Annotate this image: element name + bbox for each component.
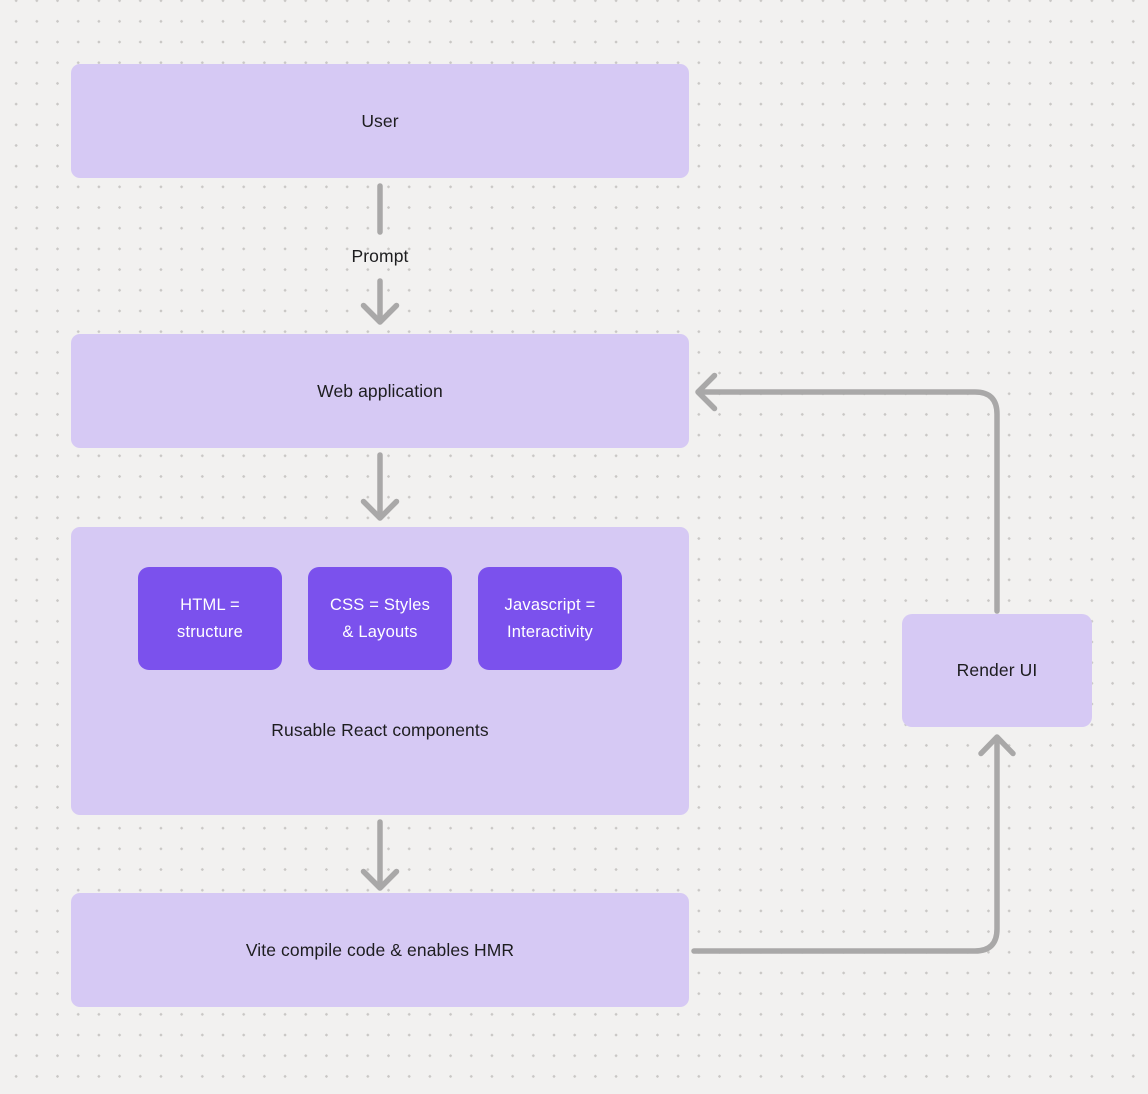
components-row: HTML = structure CSS = Styles & Layouts … <box>71 567 689 670</box>
node-user-label: User <box>361 110 399 131</box>
node-render-ui[interactable]: Render UI <box>902 614 1092 727</box>
edge-label-prompt[interactable]: Prompt <box>351 246 409 266</box>
arrowhead-left-icon <box>695 372 718 412</box>
arrowhead-down-icon <box>360 302 400 325</box>
node-javascript-chip[interactable]: Javascript = Interactivity <box>478 567 622 670</box>
node-web-application[interactable]: Web application <box>71 334 689 448</box>
node-html-chip-label: HTML = structure <box>177 595 243 641</box>
edge-line <box>701 389 1000 614</box>
node-components-group[interactable]: HTML = structure CSS = Styles & Layouts … <box>71 527 689 815</box>
node-user[interactable]: User <box>71 64 689 178</box>
arrowhead-up-icon <box>978 734 1016 757</box>
edge-line <box>691 740 1000 954</box>
edge-vite-to-render-ui[interactable] <box>691 734 1016 954</box>
arrowhead-down-icon <box>360 498 400 521</box>
node-render-ui-label: Render UI <box>956 660 1038 680</box>
node-css-chip-label: CSS = Styles & Layouts <box>329 595 431 641</box>
components-group-caption: Rusable React components <box>271 720 489 740</box>
arrowhead-down-icon <box>360 868 400 891</box>
edge-render-ui-to-web-application[interactable] <box>695 372 1000 614</box>
node-html-chip[interactable]: HTML = structure <box>138 567 282 670</box>
node-javascript-chip-label: Javascript = Interactivity <box>504 595 596 641</box>
edge-web-application-to-components[interactable] <box>360 452 400 521</box>
node-css-chip[interactable]: CSS = Styles & Layouts <box>308 567 452 670</box>
edge-user-to-web-application[interactable] <box>360 183 400 325</box>
node-web-application-label: Web application <box>317 380 443 401</box>
edge-components-to-vite[interactable] <box>360 819 400 891</box>
node-vite-label: Vite compile code & enables HMR <box>245 939 515 960</box>
node-vite[interactable]: Vite compile code & enables HMR <box>71 893 689 1007</box>
